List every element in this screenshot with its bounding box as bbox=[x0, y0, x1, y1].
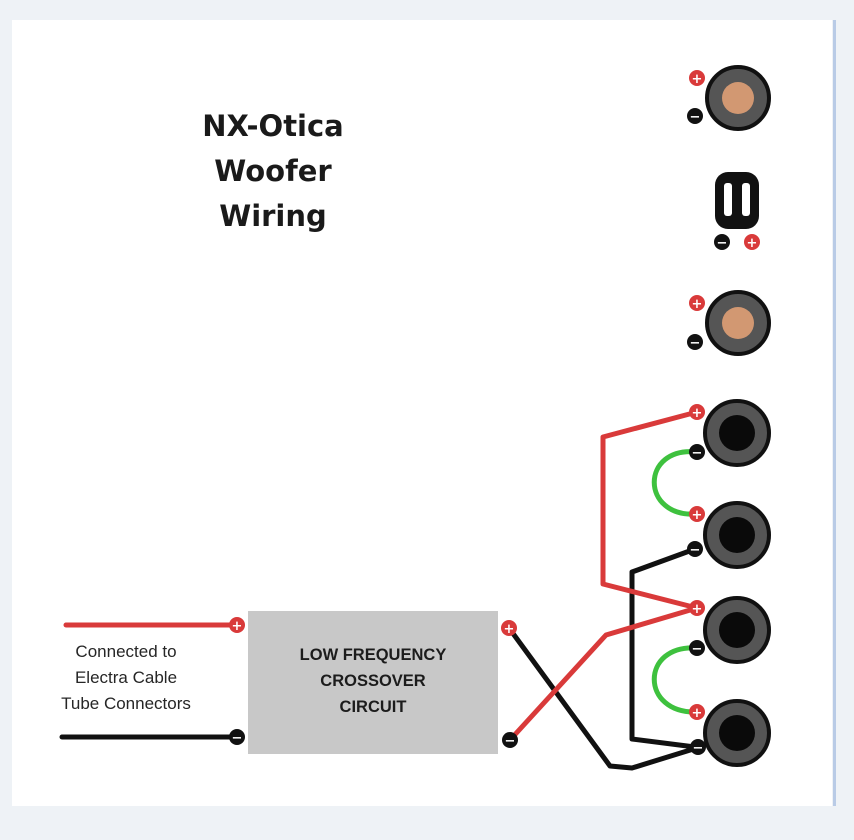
crossover-label: LOW FREQUENCY CROSSOVER CIRCUIT bbox=[248, 642, 498, 720]
red-wire-crossover-pos bbox=[508, 605, 698, 742]
green-jumper-upper bbox=[651, 449, 698, 517]
positive-terminal-icon: + bbox=[689, 506, 705, 523]
tweeter-top bbox=[705, 65, 771, 131]
negative-terminal-icon: − bbox=[690, 739, 706, 756]
svg-text:−: − bbox=[690, 543, 701, 558]
positive-terminal-icon: + bbox=[689, 600, 705, 617]
black-wire-loop bbox=[629, 546, 696, 750]
positive-terminal-icon: + bbox=[689, 295, 705, 312]
title-line: NX-Otica bbox=[202, 109, 344, 143]
svg-text:−: − bbox=[232, 731, 243, 746]
crossover-label-line: CROSSOVER bbox=[320, 672, 426, 690]
binding-post-terminal bbox=[715, 172, 759, 229]
svg-text:+: + bbox=[692, 406, 703, 421]
woofer-2 bbox=[703, 501, 771, 569]
svg-text:+: + bbox=[692, 602, 703, 617]
title-line: Woofer bbox=[214, 154, 332, 188]
black-wire-crossover-neg bbox=[506, 626, 701, 771]
svg-text:+: + bbox=[692, 297, 703, 312]
svg-text:−: − bbox=[690, 110, 701, 125]
positive-terminal-icon: + bbox=[689, 70, 705, 87]
negative-terminal-icon: − bbox=[687, 108, 703, 125]
negative-terminal-icon: − bbox=[689, 640, 705, 657]
negative-terminal-icon: − bbox=[687, 541, 703, 558]
caption-line: Electra Cable bbox=[74, 668, 178, 687]
svg-text:+: + bbox=[692, 706, 703, 721]
svg-text:+: + bbox=[747, 236, 758, 251]
positive-terminal-icon: + bbox=[689, 704, 705, 721]
crossover-label-line: CIRCUIT bbox=[339, 698, 407, 716]
svg-text:−: − bbox=[717, 236, 728, 251]
green-jumper-lower bbox=[651, 645, 698, 715]
positive-terminal-icon: + bbox=[689, 404, 705, 421]
caption-line: Tube Connectors bbox=[61, 694, 191, 713]
negative-terminal-icon: − bbox=[687, 334, 703, 351]
positive-terminal-icon: + bbox=[744, 234, 760, 251]
svg-text:−: − bbox=[692, 642, 703, 657]
positive-terminal-icon: + bbox=[229, 617, 245, 634]
input-caption: Connected to Electra Cable Tube Connecto… bbox=[40, 639, 212, 717]
svg-text:−: − bbox=[693, 741, 704, 756]
panel-edge-scrollbar bbox=[833, 20, 836, 806]
woofer-1 bbox=[703, 399, 771, 467]
negative-terminal-icon: − bbox=[502, 732, 518, 749]
svg-text:−: − bbox=[505, 734, 516, 749]
svg-text:−: − bbox=[690, 336, 701, 351]
crossover-box bbox=[248, 611, 498, 754]
diagram-title: NX-Otica Woofer Wiring bbox=[168, 104, 378, 239]
woofer-3 bbox=[703, 596, 771, 664]
svg-text:+: + bbox=[504, 622, 515, 637]
woofer-4 bbox=[703, 699, 771, 767]
caption-line: Connected to bbox=[75, 642, 177, 661]
negative-terminal-icon: − bbox=[714, 234, 730, 251]
positive-terminal-icon: + bbox=[501, 620, 517, 637]
title-line: Wiring bbox=[219, 199, 327, 233]
svg-text:+: + bbox=[692, 508, 703, 523]
svg-text:+: + bbox=[692, 72, 703, 87]
crossover-label-line: LOW FREQUENCY bbox=[299, 646, 447, 664]
negative-terminal-icon: − bbox=[229, 729, 245, 746]
negative-terminal-icon: − bbox=[689, 444, 705, 461]
svg-text:+: + bbox=[232, 619, 243, 634]
svg-text:−: − bbox=[692, 446, 703, 461]
tweeter-bottom bbox=[705, 290, 771, 356]
red-wire-loop bbox=[600, 409, 698, 611]
